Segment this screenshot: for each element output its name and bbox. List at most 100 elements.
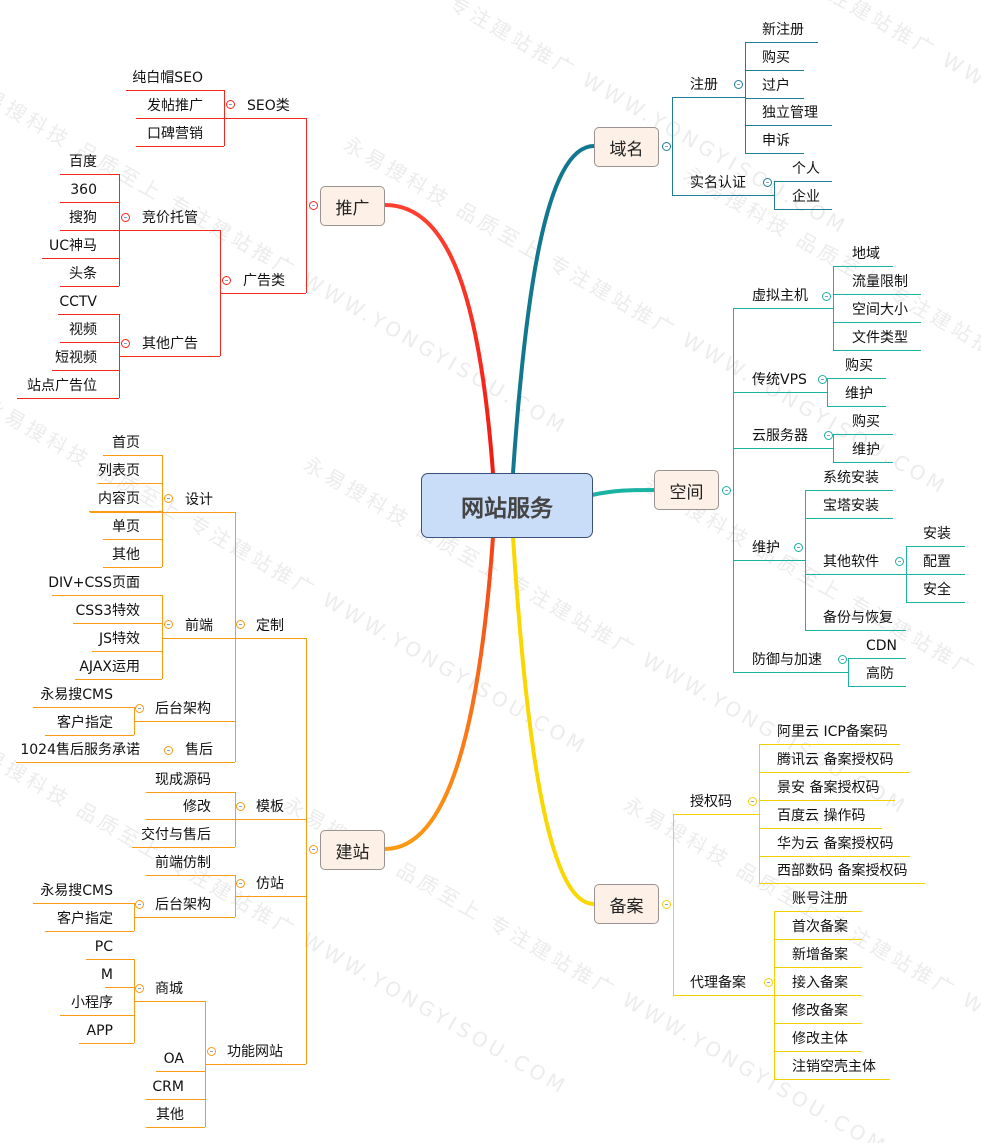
collapse-toggle-icon[interactable] (221, 275, 231, 285)
node-label[interactable]: 修改主体 (792, 1031, 848, 1047)
collapse-toggle-icon[interactable] (823, 430, 833, 440)
topic-build[interactable]: 建站 (320, 830, 385, 870)
node-label[interactable]: 竞价托管 (142, 210, 198, 226)
node-label[interactable]: AJAX运用 (79, 659, 140, 675)
node-label[interactable]: 过户 (762, 78, 790, 94)
collapse-toggle-icon[interactable] (308, 200, 318, 210)
collapse-toggle-icon[interactable] (134, 899, 144, 909)
node-label[interactable]: 传统VPS (752, 372, 807, 388)
node-label[interactable]: 商城 (155, 981, 183, 997)
node-label[interactable]: 头条 (69, 266, 97, 282)
node-label[interactable]: 后台架构 (155, 701, 211, 717)
node-label[interactable]: JS特效 (98, 631, 140, 647)
collapse-toggle-icon[interactable] (747, 796, 757, 806)
node-label[interactable]: 高防 (866, 666, 894, 682)
node-label[interactable]: 纯白帽SEO (132, 70, 203, 86)
node-label[interactable]: 现成源码 (155, 772, 211, 788)
node-label[interactable]: 小程序 (71, 995, 113, 1011)
node-label[interactable]: 首页 (112, 435, 140, 451)
collapse-toggle-icon[interactable] (793, 542, 803, 552)
node-label[interactable]: 空间大小 (852, 302, 908, 318)
node-label[interactable]: 阿里云 ICP备案码 (777, 724, 888, 740)
node-label[interactable]: OA (163, 1051, 184, 1067)
node-label[interactable]: 永易搜CMS (40, 687, 113, 703)
collapse-toggle-icon[interactable] (235, 619, 245, 629)
node-label[interactable]: 配置 (923, 554, 951, 570)
node-label[interactable]: 短视频 (55, 350, 97, 366)
collapse-toggle-icon[interactable] (721, 485, 731, 495)
node-label[interactable]: CSS3特效 (75, 603, 140, 619)
node-label[interactable]: 云服务器 (752, 428, 808, 444)
node-label[interactable]: 西部数码 备案授权码 (777, 863, 908, 879)
collapse-toggle-icon[interactable] (235, 878, 245, 888)
node-label[interactable]: 景安 备案授权码 (777, 780, 880, 796)
node-label[interactable]: 授权码 (690, 794, 732, 810)
node-label[interactable]: 广告类 (243, 273, 285, 289)
node-label[interactable]: 售后 (185, 742, 213, 758)
node-label[interactable]: 个人 (792, 161, 820, 177)
node-label[interactable]: 维护 (845, 386, 873, 402)
node-label[interactable]: CCTV (59, 294, 97, 310)
node-label[interactable]: 账号注册 (792, 891, 848, 907)
node-label[interactable]: 其他广告 (142, 336, 198, 352)
node-label[interactable]: SEO类 (247, 98, 290, 114)
topic-space[interactable]: 空间 (654, 470, 719, 510)
node-label[interactable]: 客户指定 (57, 911, 113, 927)
node-label[interactable]: 模板 (256, 799, 284, 815)
node-label[interactable]: 腾讯云 备案授权码 (777, 752, 894, 768)
node-label[interactable]: 站点广告位 (27, 378, 97, 394)
collapse-toggle-icon[interactable] (120, 212, 130, 222)
node-label[interactable]: 申诉 (762, 133, 790, 149)
collapse-toggle-icon[interactable] (821, 291, 831, 301)
collapse-toggle-icon[interactable] (661, 899, 671, 909)
node-label[interactable]: CDN (866, 638, 898, 654)
collapse-toggle-icon[interactable] (762, 177, 772, 187)
collapse-toggle-icon[interactable] (120, 338, 130, 348)
node-label[interactable]: 独立管理 (762, 105, 818, 121)
node-label[interactable]: 新增备案 (792, 947, 848, 963)
collapse-toggle-icon[interactable] (308, 844, 318, 854)
node-label[interactable]: 首次备案 (792, 919, 848, 935)
node-label[interactable]: 客户指定 (57, 715, 113, 731)
node-label[interactable]: 永易搜CMS (40, 883, 113, 899)
node-label[interactable]: 内容页 (98, 491, 140, 507)
node-label[interactable]: UC神马 (48, 238, 97, 254)
collapse-toggle-icon[interactable] (235, 801, 245, 811)
node-label[interactable]: 单页 (112, 519, 140, 535)
central-topic[interactable]: 网站服务 (421, 473, 593, 538)
node-label[interactable]: 前端仿制 (155, 855, 211, 871)
node-label[interactable]: 设计 (185, 492, 213, 508)
collapse-toggle-icon[interactable] (163, 745, 173, 755)
node-label[interactable]: 企业 (792, 189, 820, 205)
collapse-toggle-icon[interactable] (817, 374, 827, 384)
node-label[interactable]: 修改备案 (792, 1003, 848, 1019)
node-label[interactable]: APP (86, 1023, 113, 1039)
collapse-toggle-icon[interactable] (837, 654, 847, 664)
node-label[interactable]: M (100, 967, 113, 983)
node-label[interactable]: 购买 (852, 414, 880, 430)
node-label[interactable]: 注册 (690, 77, 718, 93)
collapse-toggle-icon[interactable] (134, 703, 144, 713)
collapse-toggle-icon[interactable] (733, 79, 743, 89)
node-label[interactable]: 系统安装 (823, 470, 879, 486)
node-label[interactable]: 注销空壳主体 (792, 1059, 876, 1075)
collapse-toggle-icon[interactable] (134, 983, 144, 993)
node-label[interactable]: 华为云 备案授权码 (777, 836, 894, 852)
node-label[interactable]: 前端 (185, 618, 213, 634)
node-label[interactable]: 安装 (923, 526, 951, 542)
node-label[interactable]: 宝塔安装 (823, 498, 879, 514)
collapse-toggle-icon[interactable] (225, 99, 235, 109)
node-label[interactable]: DIV+CSS页面 (48, 575, 140, 591)
node-label[interactable]: 安全 (923, 582, 951, 598)
node-label[interactable]: 防御与加速 (752, 652, 822, 668)
node-label[interactable]: 购买 (762, 50, 790, 66)
topic-filing[interactable]: 备案 (594, 884, 659, 924)
node-label[interactable]: 其他 (112, 547, 140, 563)
node-label[interactable]: 其他 (156, 1107, 184, 1123)
node-label[interactable]: 功能网站 (227, 1044, 283, 1060)
node-label[interactable]: 接入备案 (792, 975, 848, 991)
node-label[interactable]: PC (94, 939, 113, 955)
node-label[interactable]: 后台架构 (155, 897, 211, 913)
node-label[interactable]: CRM (152, 1079, 184, 1095)
node-label[interactable]: 维护 (752, 540, 780, 556)
